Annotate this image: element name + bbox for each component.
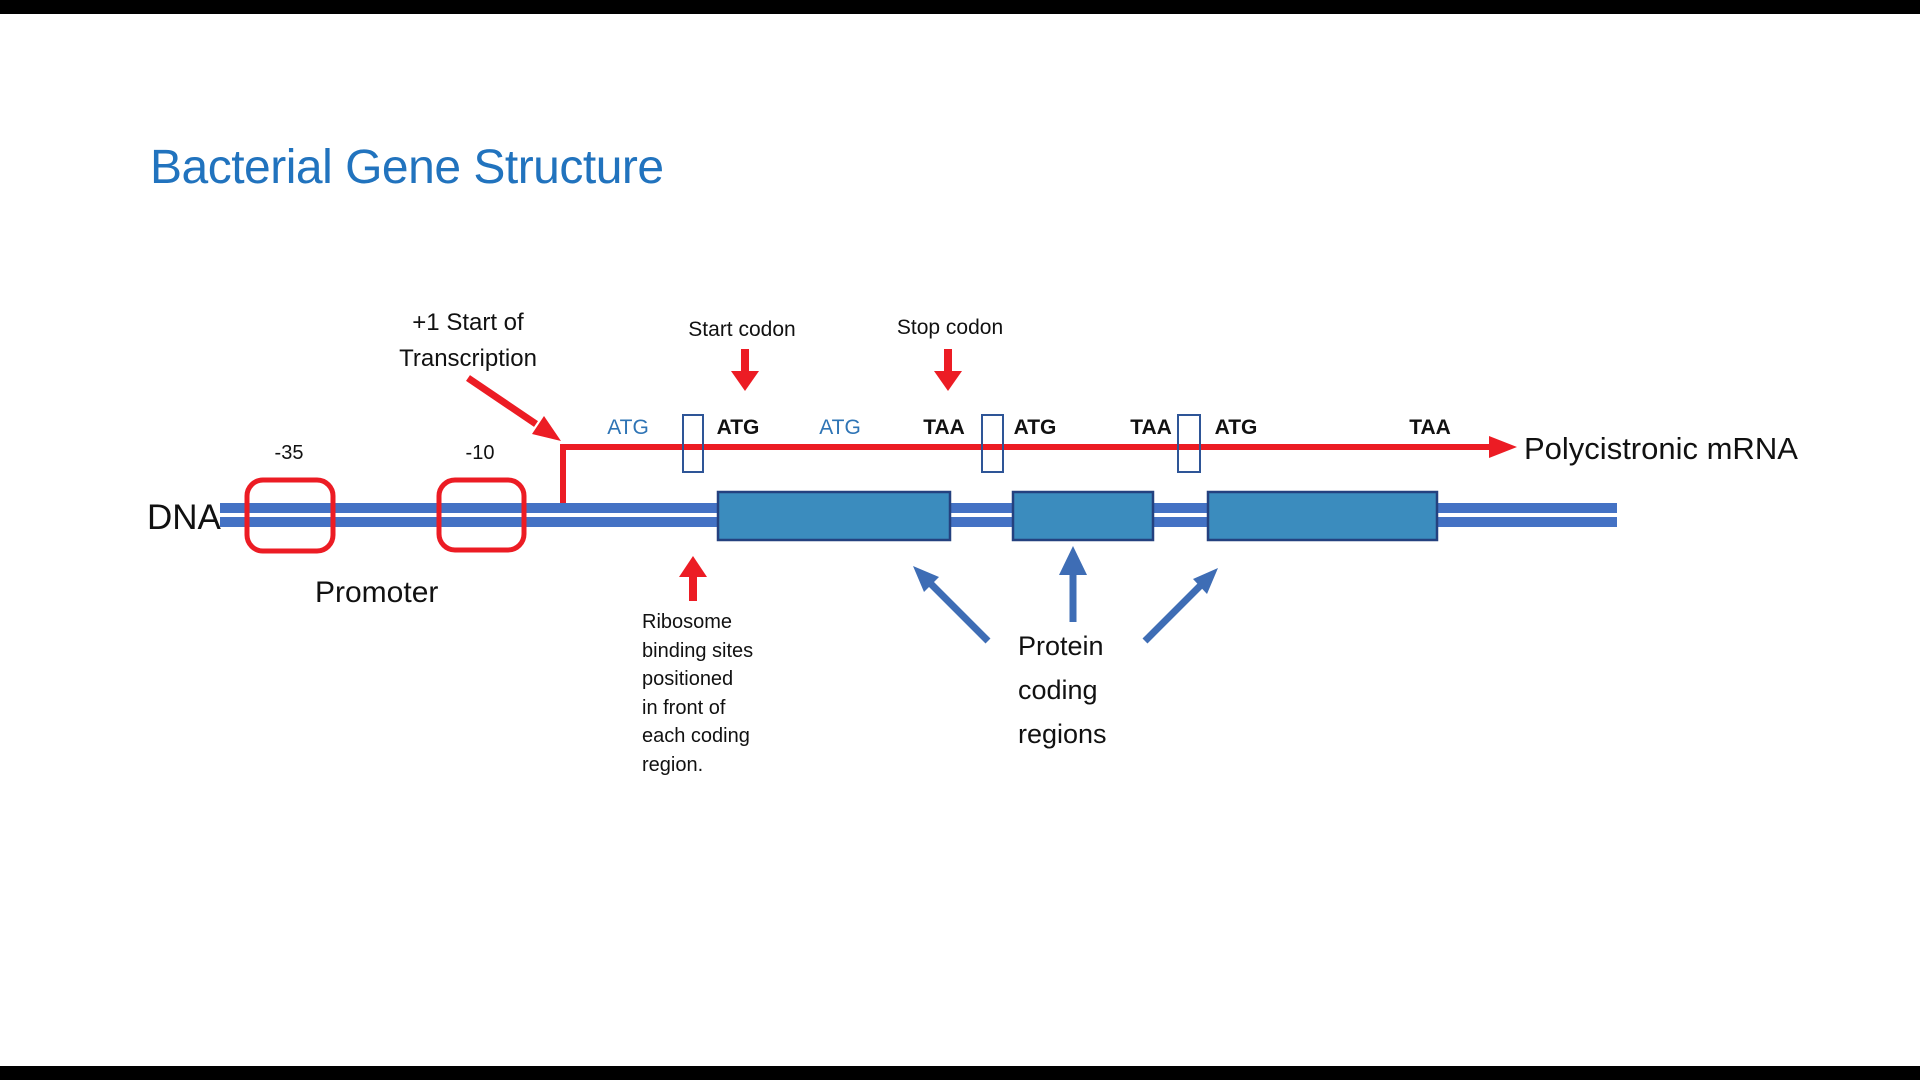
stop-codon-arrow xyxy=(934,349,962,391)
ribosome-site-arrow xyxy=(679,556,707,601)
stop-codon-label: Stop codon xyxy=(896,316,1004,339)
mrna-line xyxy=(560,444,1492,503)
mrna-arrowhead xyxy=(1489,436,1517,458)
codon-label-stop-3: TAA xyxy=(1409,416,1451,439)
transcription-start-arrow xyxy=(466,375,561,441)
dna-label: DNA xyxy=(147,498,221,537)
codon-label-start-2: ATG xyxy=(1013,416,1057,439)
codon-label-stop-2: TAA xyxy=(1130,416,1172,439)
protein-arrow-left xyxy=(913,566,991,644)
codon-label-stop-1: TAA xyxy=(923,416,965,439)
coding-region-3 xyxy=(1206,490,1439,542)
promoter-box-minus10 xyxy=(436,477,527,553)
codon-label-rbs-2: ATG xyxy=(819,416,861,439)
minus10-label: -10 xyxy=(465,442,495,464)
promoter-label: Promoter xyxy=(315,576,439,609)
start-of-transcription-label: +1 Start of Transcription xyxy=(399,309,537,372)
protein-coding-regions-label: Protein coding regions xyxy=(1018,631,1107,749)
coding-region-1 xyxy=(716,490,952,542)
letterbox-bottom xyxy=(0,1066,1920,1080)
protein-arrow-right xyxy=(1142,568,1218,644)
codon-box-3 xyxy=(1177,414,1201,473)
codon-label-start-1: ATG xyxy=(716,416,760,439)
codon-box-2 xyxy=(981,414,1004,473)
polycistronic-mrna-label: Polycistronic mRNA xyxy=(1524,431,1798,466)
letterbox-top xyxy=(0,0,1920,14)
ribosome-binding-note: Ribosome binding sites positioned in fro… xyxy=(642,611,754,776)
start-codon-label: Start codon xyxy=(688,318,796,341)
slide-title: Bacterial Gene Structure xyxy=(150,141,664,194)
promoter-box-minus35 xyxy=(244,477,336,554)
codon-box-1 xyxy=(682,414,704,473)
coding-region-2 xyxy=(1011,490,1155,542)
minus35-label: -35 xyxy=(274,442,304,464)
codon-label-rbs-1: ATG xyxy=(607,416,649,439)
start-codon-arrow xyxy=(731,349,759,391)
protein-arrow-middle xyxy=(1059,546,1087,622)
codon-label-start-3: ATG xyxy=(1214,416,1258,439)
